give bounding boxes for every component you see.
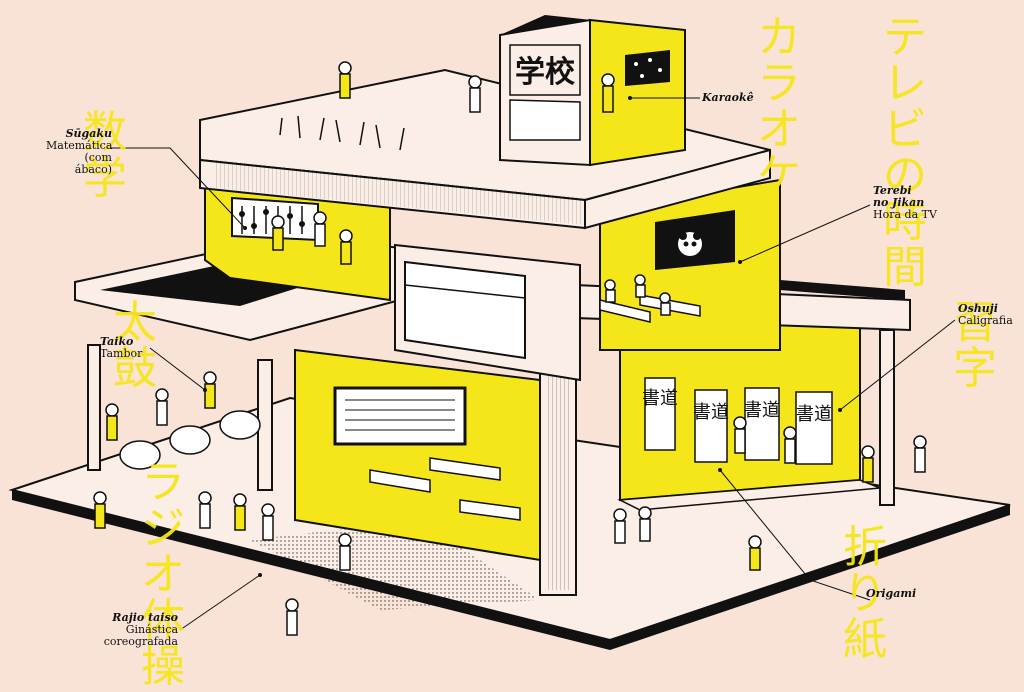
jp-shuji: 習字 [953,297,997,394]
central-block [394,243,581,382]
jp-terebi: テレビの時間 [883,12,927,293]
roof-deck [199,68,771,230]
tv-room [599,178,781,351]
student-karaoke [601,73,615,113]
student-roof-2 [468,75,482,113]
student-tv-1 [604,279,616,303]
student-taiko-1 [105,403,119,441]
student-tv-2 [634,274,646,298]
label-karaoke: Karaokê [702,91,754,104]
student-math-2 [313,211,327,247]
ground-classroom [294,348,541,562]
jp-karaoke: カラオケ [757,12,801,201]
scroll-4: 書道 [795,391,833,465]
student-gym-4 [261,503,275,541]
svg-text:書道: 書道 [693,402,729,423]
student-gym-2 [198,491,212,529]
student-origami-2 [638,506,652,542]
taiko-drums [119,410,261,470]
label-origami: Origami [866,587,917,600]
student-taiko-3 [203,371,217,409]
student-gym-3 [233,493,247,531]
label-rajio: Rajio taiso Ginástica coreografada [103,611,178,648]
label-terebi: Terebi no Jikan Hora da TV [873,184,937,221]
scroll-2: 書道 [693,389,729,463]
student-origami-1 [613,508,627,544]
student-gym-1 [93,491,107,529]
svg-text:書道: 書道 [796,404,832,425]
students [93,61,927,636]
student-taiko-2 [155,388,169,426]
student-shuji-2 [783,426,797,464]
student-broom-2 [913,435,927,473]
student-shuji-1 [733,416,747,454]
jp-radio: ラジオ体操 [141,457,185,692]
jp-sugaku: 数学 [83,107,127,204]
student-math-3 [339,229,353,265]
jp-taiko: 太鼓 [113,297,157,394]
student-roof-1 [338,61,352,99]
scroll-1: 書道 [642,377,678,451]
svg-text:書道: 書道 [744,400,780,421]
student-tv-3 [659,292,671,316]
student-broom-1 [861,445,875,483]
label-taiko: Taiko Tambor [100,335,143,360]
student-origami-3 [748,535,762,571]
building-sign: 学校 [515,55,575,90]
scroll-3: 書道 [744,387,780,461]
student-math-1 [271,215,285,251]
jp-origami: 折り紙 [843,522,887,665]
label-sugaku: Sūgaku Matemática (com ábaco) [46,127,113,176]
label-oshuji: Oshuji Caligrafia [958,302,1013,327]
tower: 学校 [499,15,686,167]
svg-text:書道: 書道 [642,388,678,409]
student-run [285,598,299,636]
student-gym-5 [338,533,352,571]
leader-lines [110,96,956,631]
